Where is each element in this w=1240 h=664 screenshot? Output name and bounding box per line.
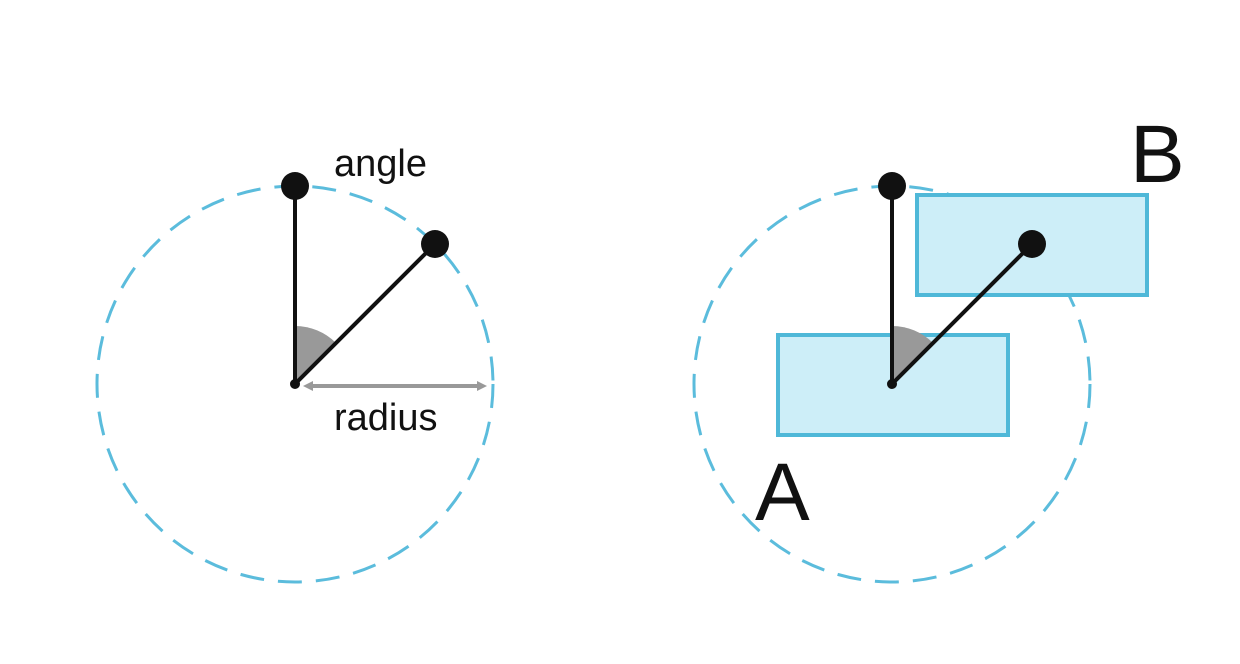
box-b bbox=[915, 193, 1149, 297]
left-top-point bbox=[281, 172, 309, 200]
radius-label: radius bbox=[334, 397, 438, 439]
right-rotated-line bbox=[890, 242, 1034, 386]
right-angle-wedge bbox=[892, 326, 933, 384]
right-rotated-point bbox=[1018, 230, 1046, 258]
right-top-point bbox=[878, 172, 906, 200]
left-panel: angle radius bbox=[95, 143, 495, 584]
left-rotated-line bbox=[293, 242, 437, 386]
left-rotated-point bbox=[421, 230, 449, 258]
right-panel: A B bbox=[692, 109, 1185, 584]
right-center-point bbox=[887, 379, 897, 389]
angle-label: angle bbox=[334, 143, 427, 185]
box-b-label: B bbox=[1130, 109, 1185, 200]
box-a-label: A bbox=[755, 447, 810, 538]
left-center-point bbox=[290, 379, 300, 389]
left-angle-wedge bbox=[295, 326, 336, 384]
